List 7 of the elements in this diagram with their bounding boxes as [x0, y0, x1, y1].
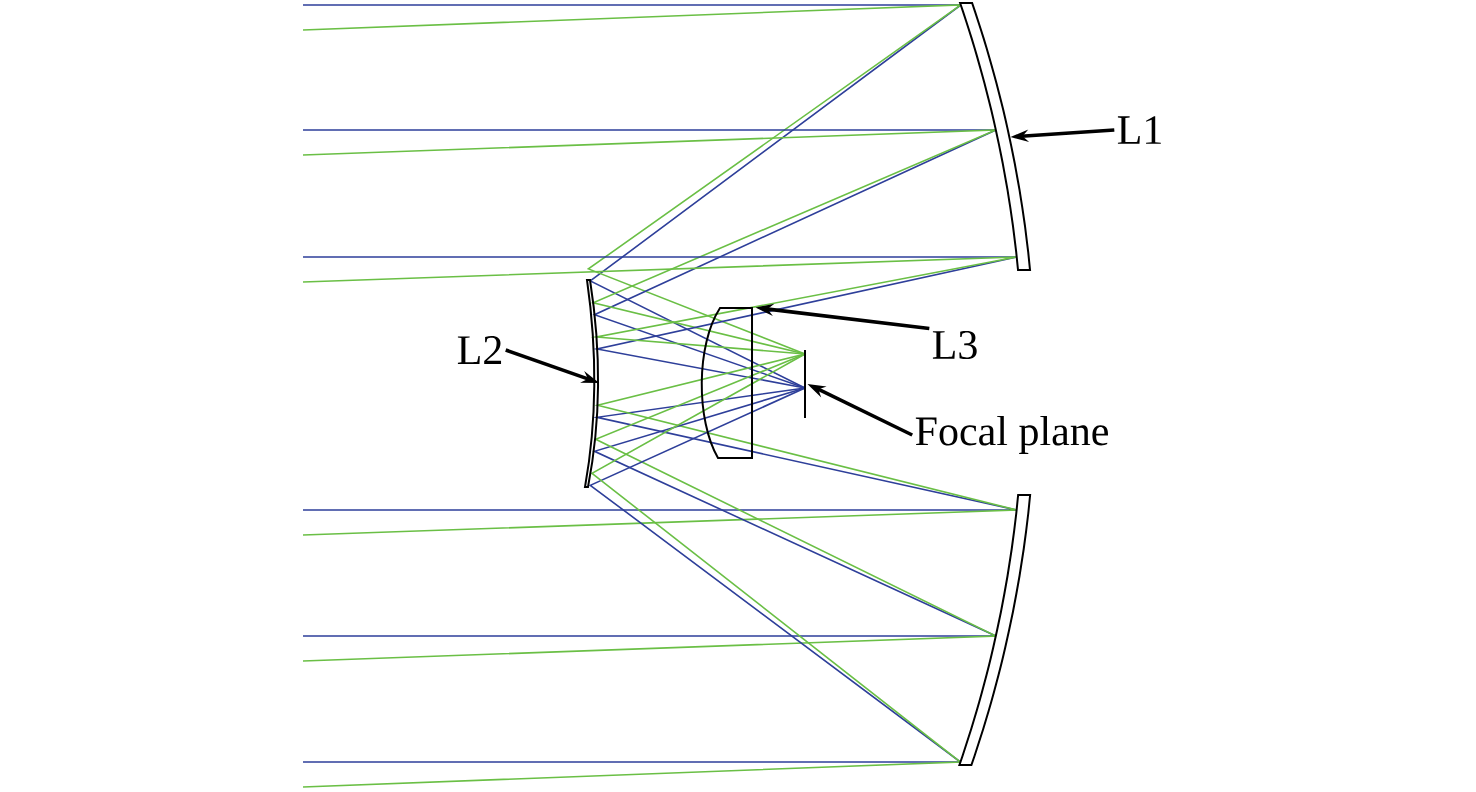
part-label: L3: [932, 330, 977, 360]
focal-plane-line: [804, 349, 806, 419]
part-label: L2: [457, 336, 502, 364]
part-label: Focal plane: [915, 415, 1108, 455]
lens: [700, 307, 753, 459]
mirror: [584, 279, 599, 488]
part-label: L1: [1117, 116, 1161, 144]
